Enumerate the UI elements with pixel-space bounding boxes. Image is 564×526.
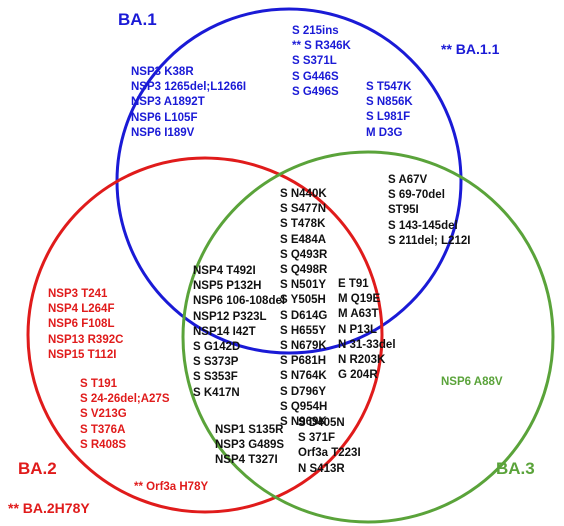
mutation-item: S D796Y	[280, 385, 327, 398]
mutation-item: ST95I	[388, 204, 419, 217]
mutation-item: NSP6 L105F	[131, 111, 198, 124]
mutation-item: S Y505H	[280, 294, 326, 307]
ba2-label: BA.2	[18, 459, 57, 478]
mutation-item: S Q493R	[280, 248, 328, 261]
ba1-right-mutations: S T547K S N856K S L981F M D3G	[366, 80, 413, 141]
mutation-item: S D405N	[298, 417, 345, 429]
ba1-top-mutations: S 215ins ** S R346K S S371L S G446S S G496S	[292, 24, 351, 100]
mutation-item: M A63T	[338, 308, 379, 321]
mutation-item: S N440K	[280, 188, 327, 200]
mutation-item: NSP6 A88V	[441, 376, 503, 388]
mutation-item: NSP4 T492I	[193, 265, 256, 277]
mutation-item: NSP6 F108L	[48, 318, 115, 331]
mutation-item: S 143-145del	[388, 219, 458, 232]
mutation-item: NSP5 P132H	[193, 280, 262, 293]
mutation-item: S S353F	[193, 371, 238, 384]
mutation-item: S K417N	[193, 386, 240, 399]
mutation-item: S G446S	[292, 70, 339, 83]
mutation-item: S T376A	[80, 423, 126, 436]
mutation-item: ** S R346K	[292, 40, 351, 53]
mutation-item: S V213G	[80, 408, 127, 421]
mutation-item: S H655Y	[280, 324, 327, 337]
mutation-item: S P681H	[280, 355, 327, 368]
mutation-item: Orf3a T223I	[298, 447, 361, 460]
ba2-ba3-left-mutations: NSP1 S135R NSP3 G489S NSP4 T327I	[215, 423, 284, 469]
mutation-item: S L981F	[366, 111, 411, 124]
mutation-item: N P13L	[338, 323, 377, 336]
mutation-item: S 24-26del;A27S	[80, 393, 170, 406]
ba2-lower-mutations: S T191 S 24-26del;A27S S V213G S T376A S R40…	[80, 377, 170, 453]
mutation-item: S T191	[80, 378, 118, 390]
mutation-item: S 69-70del	[388, 189, 445, 202]
mutation-item: S N679K	[280, 340, 327, 353]
mutation-item: S N969K	[280, 416, 327, 429]
mutation-item: S E484A	[280, 233, 327, 246]
ba2-ba3-right-mutations: S D405N S 371F Orf3a T223I N S413R	[298, 416, 361, 477]
core-center-mutations: S N440K S S477N S T478K S E484A S Q493R S Q49…	[280, 187, 327, 430]
mutation-item: S 371F	[298, 432, 336, 445]
mutation-item: S G496S	[292, 85, 339, 98]
mutation-item: M D3G	[366, 126, 403, 139]
mutation-item: NSP3 T241	[48, 288, 108, 300]
core-right-mutations: E T91 M Q19E M A63T N P13L N 31-33del N R203K…	[338, 277, 396, 383]
mutation-item: S T547K	[366, 81, 412, 93]
ba1-left-mutations: NSP3 K38R NSP3 1265del;L1266I NSP3 A1892T N…	[131, 65, 246, 141]
mutation-item: S N856K	[366, 96, 413, 109]
ba1-label: BA.1	[118, 10, 157, 29]
mutation-item: N S413R	[298, 462, 345, 475]
mutation-item: G 204R	[338, 369, 378, 382]
mutation-item: NSP4 L264F	[48, 303, 115, 316]
mutation-item: S N764K	[280, 370, 327, 383]
mutation-item: S A67V	[388, 174, 428, 186]
mutation-item: NSP13 R392C	[48, 333, 124, 346]
ba3-circle	[181, 150, 555, 524]
mutation-item: S Q498R	[280, 264, 328, 277]
mutation-item: S G142D	[193, 341, 241, 354]
mutation-item: NSP14 I42T	[193, 325, 256, 338]
orf3a-note: ** Orf3a H78Y	[134, 481, 209, 493]
mutation-item: NSP3 K38R	[131, 66, 194, 78]
mutation-item: M Q19E	[338, 293, 381, 306]
ba3-only-mutations: NSP6 A88V	[441, 375, 503, 390]
mutation-item: S N501Y	[280, 279, 327, 292]
mutation-item: NSP15 T112I	[48, 348, 117, 361]
mutation-item: NSP3 1265del;L1266I	[131, 81, 247, 94]
mutation-item: S Q954H	[280, 400, 328, 413]
ba2-circle	[26, 156, 384, 514]
mutation-item: NSP3 A1892T	[131, 96, 205, 109]
mutation-item: NSP4 T327I	[215, 454, 278, 467]
mutation-item: S S477N	[280, 203, 327, 216]
mutation-item: N R203K	[338, 354, 386, 367]
mutation-item: S D614G	[280, 309, 328, 322]
ba3-label: BA.3	[496, 459, 535, 478]
mutation-item: NSP1 S135R	[215, 424, 284, 436]
mutation-item: S T478K	[280, 218, 326, 231]
mutation-item: S 215ins	[292, 25, 339, 37]
mutation-item: S S371L	[292, 55, 337, 68]
ba11-note: ** BA.1.1	[441, 41, 500, 57]
mutation-item: NSP6 106-108del	[193, 295, 286, 308]
mutation-item: S S373P	[193, 356, 239, 369]
mutation-item: NSP3 G489S	[215, 439, 285, 452]
mutation-item: N 31-33del	[338, 338, 396, 351]
mutation-item: NSP6 I189V	[131, 126, 195, 139]
ba2h78y-note: ** BA.2H78Y	[8, 500, 90, 516]
mutation-item: E T91	[338, 278, 369, 290]
mutation-item: NSP12 P323L	[193, 310, 267, 323]
mutation-item: S R408S	[80, 438, 127, 451]
mutation-item: S 211del; L212I	[388, 234, 471, 247]
